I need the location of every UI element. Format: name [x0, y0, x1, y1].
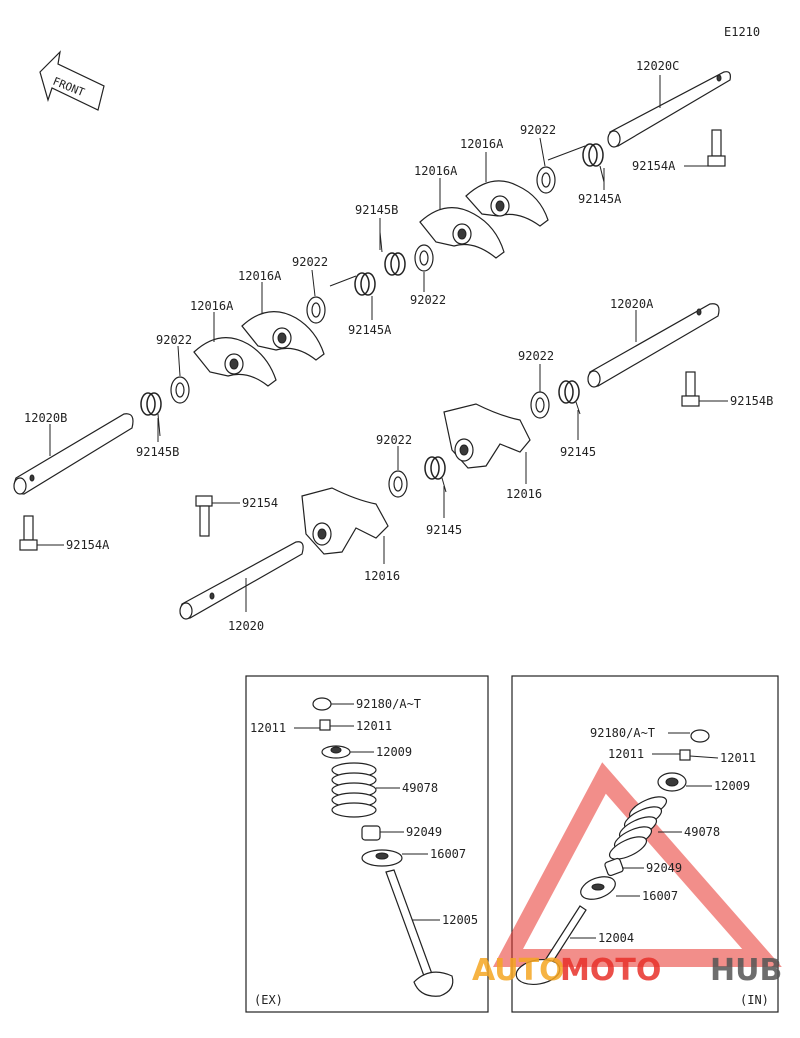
label-92022-mid: 92022 [410, 293, 446, 307]
ex-valve-12005 [385, 869, 454, 997]
label-12020A: 12020A [610, 297, 654, 311]
watermark-part1: AUTO [472, 953, 565, 988]
label-92145B-mid: 92145B [355, 203, 398, 217]
shaft-12020 [179, 541, 304, 620]
ex-label-92049: 92049 [406, 825, 442, 839]
rocker-arm-12016A-1 [465, 180, 549, 227]
label-92154A-top: 92154A [632, 159, 676, 173]
automotohub-logo-icon [493, 762, 782, 967]
label-92022-lower-mid: 92022 [376, 433, 412, 447]
label-92145A-upper: 92145A [578, 192, 622, 206]
bolt-92154B [681, 371, 700, 407]
in-label-16007: 16007 [642, 889, 678, 903]
label-12016-right: 12016 [506, 487, 542, 501]
ex-tag: (EX) [254, 993, 283, 1007]
label-92022-upper: 92022 [520, 123, 556, 137]
watermark-part2: MOTO [560, 953, 661, 988]
in-label-92049: 92049 [646, 861, 682, 875]
spring-92145A-mid [329, 272, 376, 296]
ex-shim-92180 [312, 697, 332, 711]
automotohub-watermark: AUTO MOTO HUB [472, 953, 782, 988]
spring-92145B-left [140, 392, 162, 437]
spring-92145B-mid [379, 231, 406, 276]
in-valve-spring-49078 [608, 796, 668, 860]
label-92022-third: 92022 [292, 255, 328, 269]
label-92145A-mid: 92145A [348, 323, 392, 337]
label-92022-lower-right: 92022 [518, 349, 554, 363]
in-keeper-12011 [679, 749, 691, 761]
label-92154A-left: 92154A [66, 538, 110, 552]
label-92154: 92154 [242, 496, 278, 510]
diagram-code: E1210 [724, 25, 760, 39]
ex-valve-box [245, 675, 489, 1013]
spring-92145-right [558, 380, 581, 415]
label-12020C: 12020C [636, 59, 679, 73]
in-label-12011-left: 12011 [608, 747, 644, 761]
label-92145-right: 92145 [560, 445, 596, 459]
label-12016A-3: 12016A [238, 269, 282, 283]
ex-label-49078: 49078 [402, 781, 438, 795]
in-valve-12004 [515, 905, 587, 986]
in-label-49078: 49078 [684, 825, 720, 839]
label-12016A-4: 12016A [190, 299, 234, 313]
ex-label-12009: 12009 [376, 745, 412, 759]
shaft-12020A [587, 303, 720, 388]
ex-label-12011-left: 12011 [250, 721, 286, 735]
in-label-12011-right: 12011 [720, 751, 756, 765]
rocker-arm-12016A-3 [241, 311, 325, 361]
in-tag: (IN) [740, 993, 769, 1007]
in-shim-92180 [690, 729, 710, 743]
ex-label-12011-right: 12011 [356, 719, 392, 733]
in-valve-box [511, 675, 779, 1013]
ex-label-12005: 12005 [442, 913, 478, 927]
front-arrow-icon: FRONT [39, 50, 105, 111]
in-label-92180: 92180/A~T [590, 726, 655, 740]
spring-92145-mid [424, 456, 447, 493]
in-oil-seal-92049 [604, 857, 624, 877]
label-12016-lower: 12016 [364, 569, 400, 583]
label-12020B: 12020B [24, 411, 67, 425]
rocker-arm-12016A-2 [419, 207, 505, 259]
ex-label-92180: 92180/A~T [356, 697, 421, 711]
shaft-12020C [607, 71, 731, 148]
label-92145-mid: 92145 [426, 523, 462, 537]
bolt-92154A-top [707, 129, 726, 167]
rocker-arm-12016-right [443, 403, 531, 469]
in-label-12004: 12004 [598, 931, 634, 945]
watermark-part3: HUB [710, 953, 782, 988]
ex-keeper-12011 [319, 719, 331, 731]
bolt-92154 [195, 495, 213, 537]
ex-valve-spring-49078 [331, 762, 377, 818]
ex-oil-seal-92049 [361, 825, 381, 841]
label-12016A-1: 12016A [460, 137, 504, 151]
bolt-92154A-left [19, 515, 38, 551]
ex-label-16007: 16007 [430, 847, 466, 861]
label-92022-left: 92022 [156, 333, 192, 347]
shaft-12020B [13, 413, 134, 495]
label-12020: 12020 [228, 619, 264, 633]
label-92154B: 92154B [730, 394, 773, 408]
rocker-arm-12016-lower [301, 487, 389, 555]
label-92145B-left: 92145B [136, 445, 179, 459]
spring-92145A-upper [547, 143, 605, 183]
in-label-12009: 12009 [714, 779, 750, 793]
label-12016A-2: 12016A [414, 164, 458, 178]
rocker-arm-12016A-4 [193, 337, 277, 387]
